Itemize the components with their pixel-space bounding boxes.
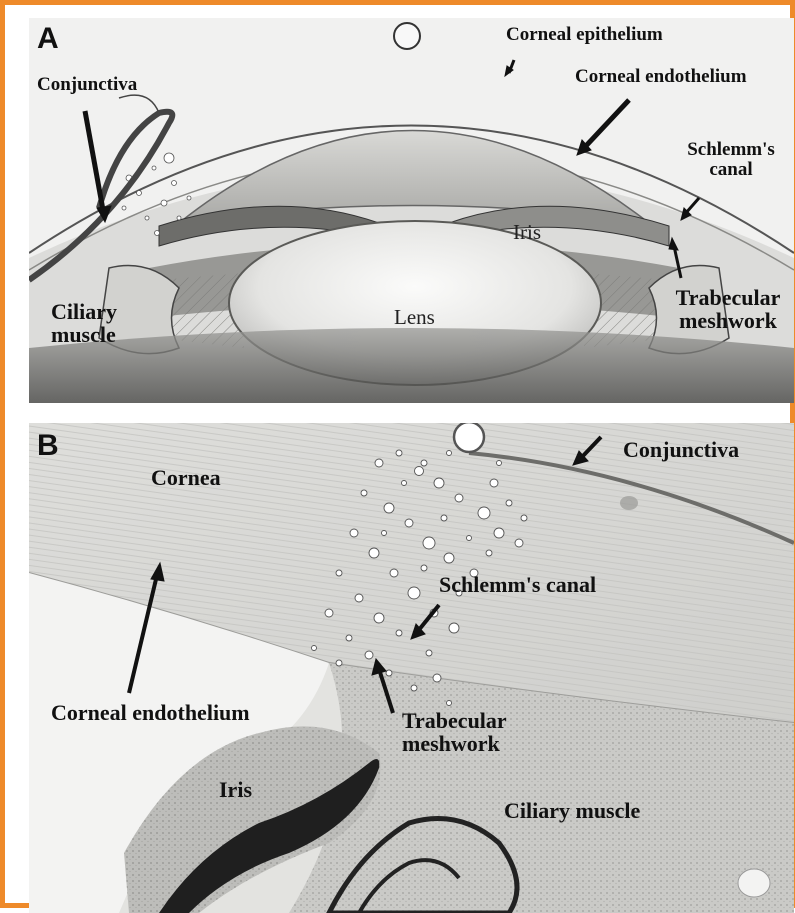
label-schlemms-canal-b: Schlemm's canal — [439, 573, 596, 596]
histology-section-image — [29, 423, 794, 913]
label-ciliary-muscle-a: Ciliary muscle — [51, 300, 146, 346]
panel-a-drawing: A Corneal epithelium Corneal endothelium… — [29, 18, 794, 403]
label-schlemms-canal-a: Schlemm's canal — [671, 140, 791, 180]
label-conjunctiva-a: Conjunctiva — [37, 75, 137, 95]
label-corneal-endothelium-b: Corneal endothelium — [51, 701, 250, 724]
label-trabecular-meshwork-a: Trabecular meshwork — [669, 286, 787, 332]
label-corneal-endothelium-a: Corneal endothelium — [575, 67, 747, 87]
label-corneal-epithelium: Corneal epithelium — [506, 25, 663, 45]
label-conjunctiva-b: Conjunctiva — [623, 438, 739, 461]
label-ciliary-muscle-b: Ciliary muscle — [504, 799, 640, 822]
label-trabecular-meshwork-b: Trabecular meshwork — [402, 709, 522, 755]
panel-b-letter: B — [37, 431, 59, 461]
panel-a-letter: A — [37, 24, 59, 54]
label-cornea: Cornea — [151, 466, 221, 489]
droplet — [394, 23, 420, 49]
panel-b-histology: B Cornea Conjunctiva Schlemm's canal Cor… — [29, 423, 794, 913]
label-iris-b: Iris — [219, 778, 252, 801]
label-lens: Lens — [394, 306, 435, 328]
label-iris-a: Iris — [513, 221, 541, 243]
